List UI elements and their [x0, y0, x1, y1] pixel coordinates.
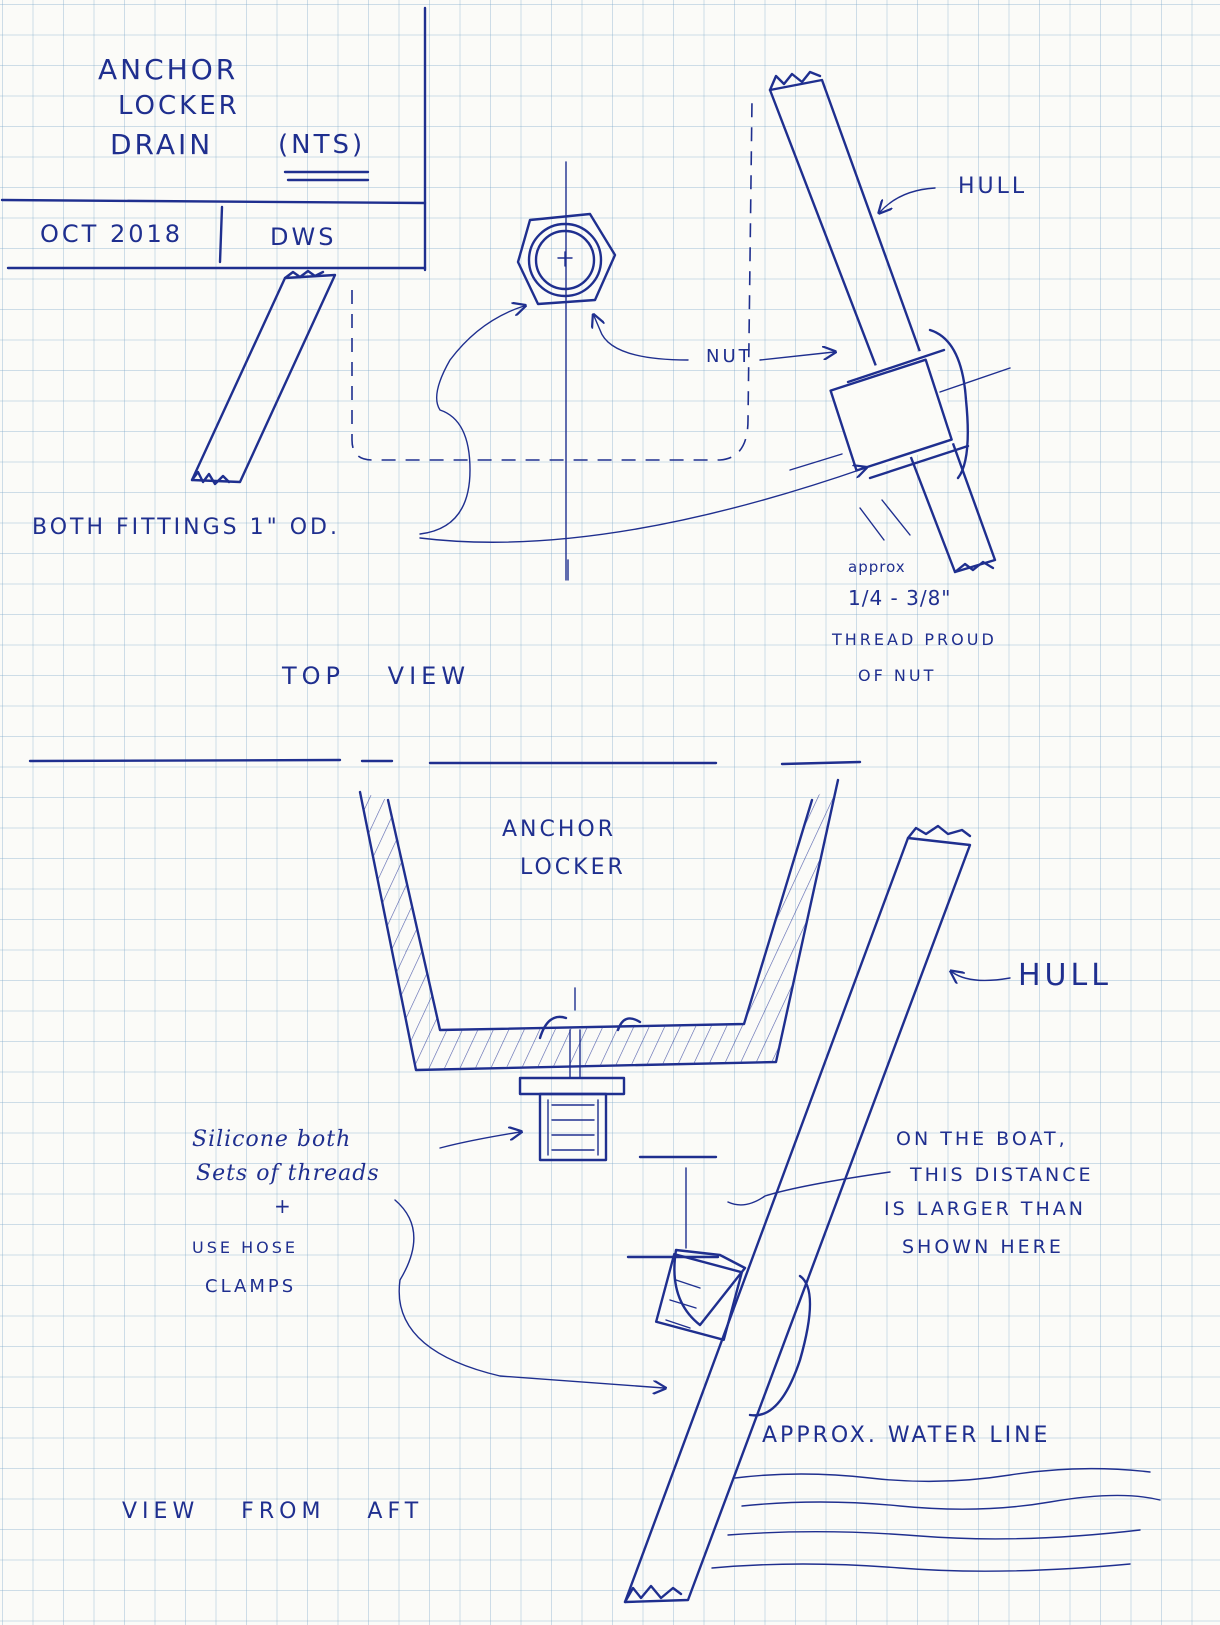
aft-view-leaders — [394, 972, 1011, 1388]
top-view-locker-outline — [351, 99, 753, 581]
title-block — [0, 6, 427, 272]
aft-view-dimension — [626, 1155, 891, 1259]
aft-view-label: VIEW FROM AFT — [122, 1499, 424, 1524]
title-line-2: LOCKER — [118, 91, 240, 121]
waterline-label: APPROX. WATER LINE — [762, 1423, 1051, 1448]
water-line — [711, 1467, 1161, 1572]
hose-note-line-2: CLAMPS — [205, 1276, 297, 1297]
locker-label-line-2: LOCKER — [520, 855, 626, 880]
boat-note-line-3: IS LARGER THAN — [884, 1198, 1086, 1220]
view-separator — [28, 758, 862, 766]
top-hull-label: HULL — [958, 174, 1028, 199]
title-line-3: DRAIN — [110, 128, 214, 161]
aft-view-hull — [623, 824, 972, 1604]
top-view-nut — [516, 212, 617, 306]
plus-sign: + — [274, 1194, 294, 1218]
aft-hull-label: HULL — [1018, 958, 1112, 993]
top-view-label: TOP VIEW — [282, 662, 471, 690]
boat-note-line-2: THIS DISTANCE — [910, 1164, 1094, 1186]
boat-note-line-4: SHOWN HERE — [902, 1236, 1064, 1258]
thread-note-approx: approx — [848, 558, 906, 576]
nts-label: (NTS) — [278, 130, 366, 160]
nut-label: NUT — [706, 346, 753, 367]
thread-note-of-nut: OF NUT — [858, 666, 937, 685]
top-view-right-hull — [768, 70, 1011, 574]
locker-label-line-1: ANCHOR — [502, 817, 617, 842]
fittings-note: BOTH FITTINGS 1" OD. — [32, 515, 340, 540]
aft-view-locker — [358, 778, 840, 1072]
silicone-note-line-2: Sets of threads — [196, 1161, 380, 1186]
title-line-1: ANCHOR — [98, 53, 239, 86]
thread-note-size: 1/4 - 3/8" — [848, 586, 952, 610]
initials-label: DWS — [270, 223, 337, 251]
top-view-left-hull — [190, 269, 337, 486]
silicone-note-line-1: Silicone both — [192, 1127, 352, 1152]
aft-view-drain-fitting — [518, 1029, 626, 1162]
top-view-leaders — [419, 187, 936, 543]
date-label: OCT 2018 — [40, 220, 184, 248]
thread-note-proud: THREAD PROUD — [832, 630, 997, 649]
boat-note-line-1: ON THE BOAT, — [896, 1128, 1068, 1150]
hose-note-line-1: USE HOSE — [192, 1238, 298, 1257]
